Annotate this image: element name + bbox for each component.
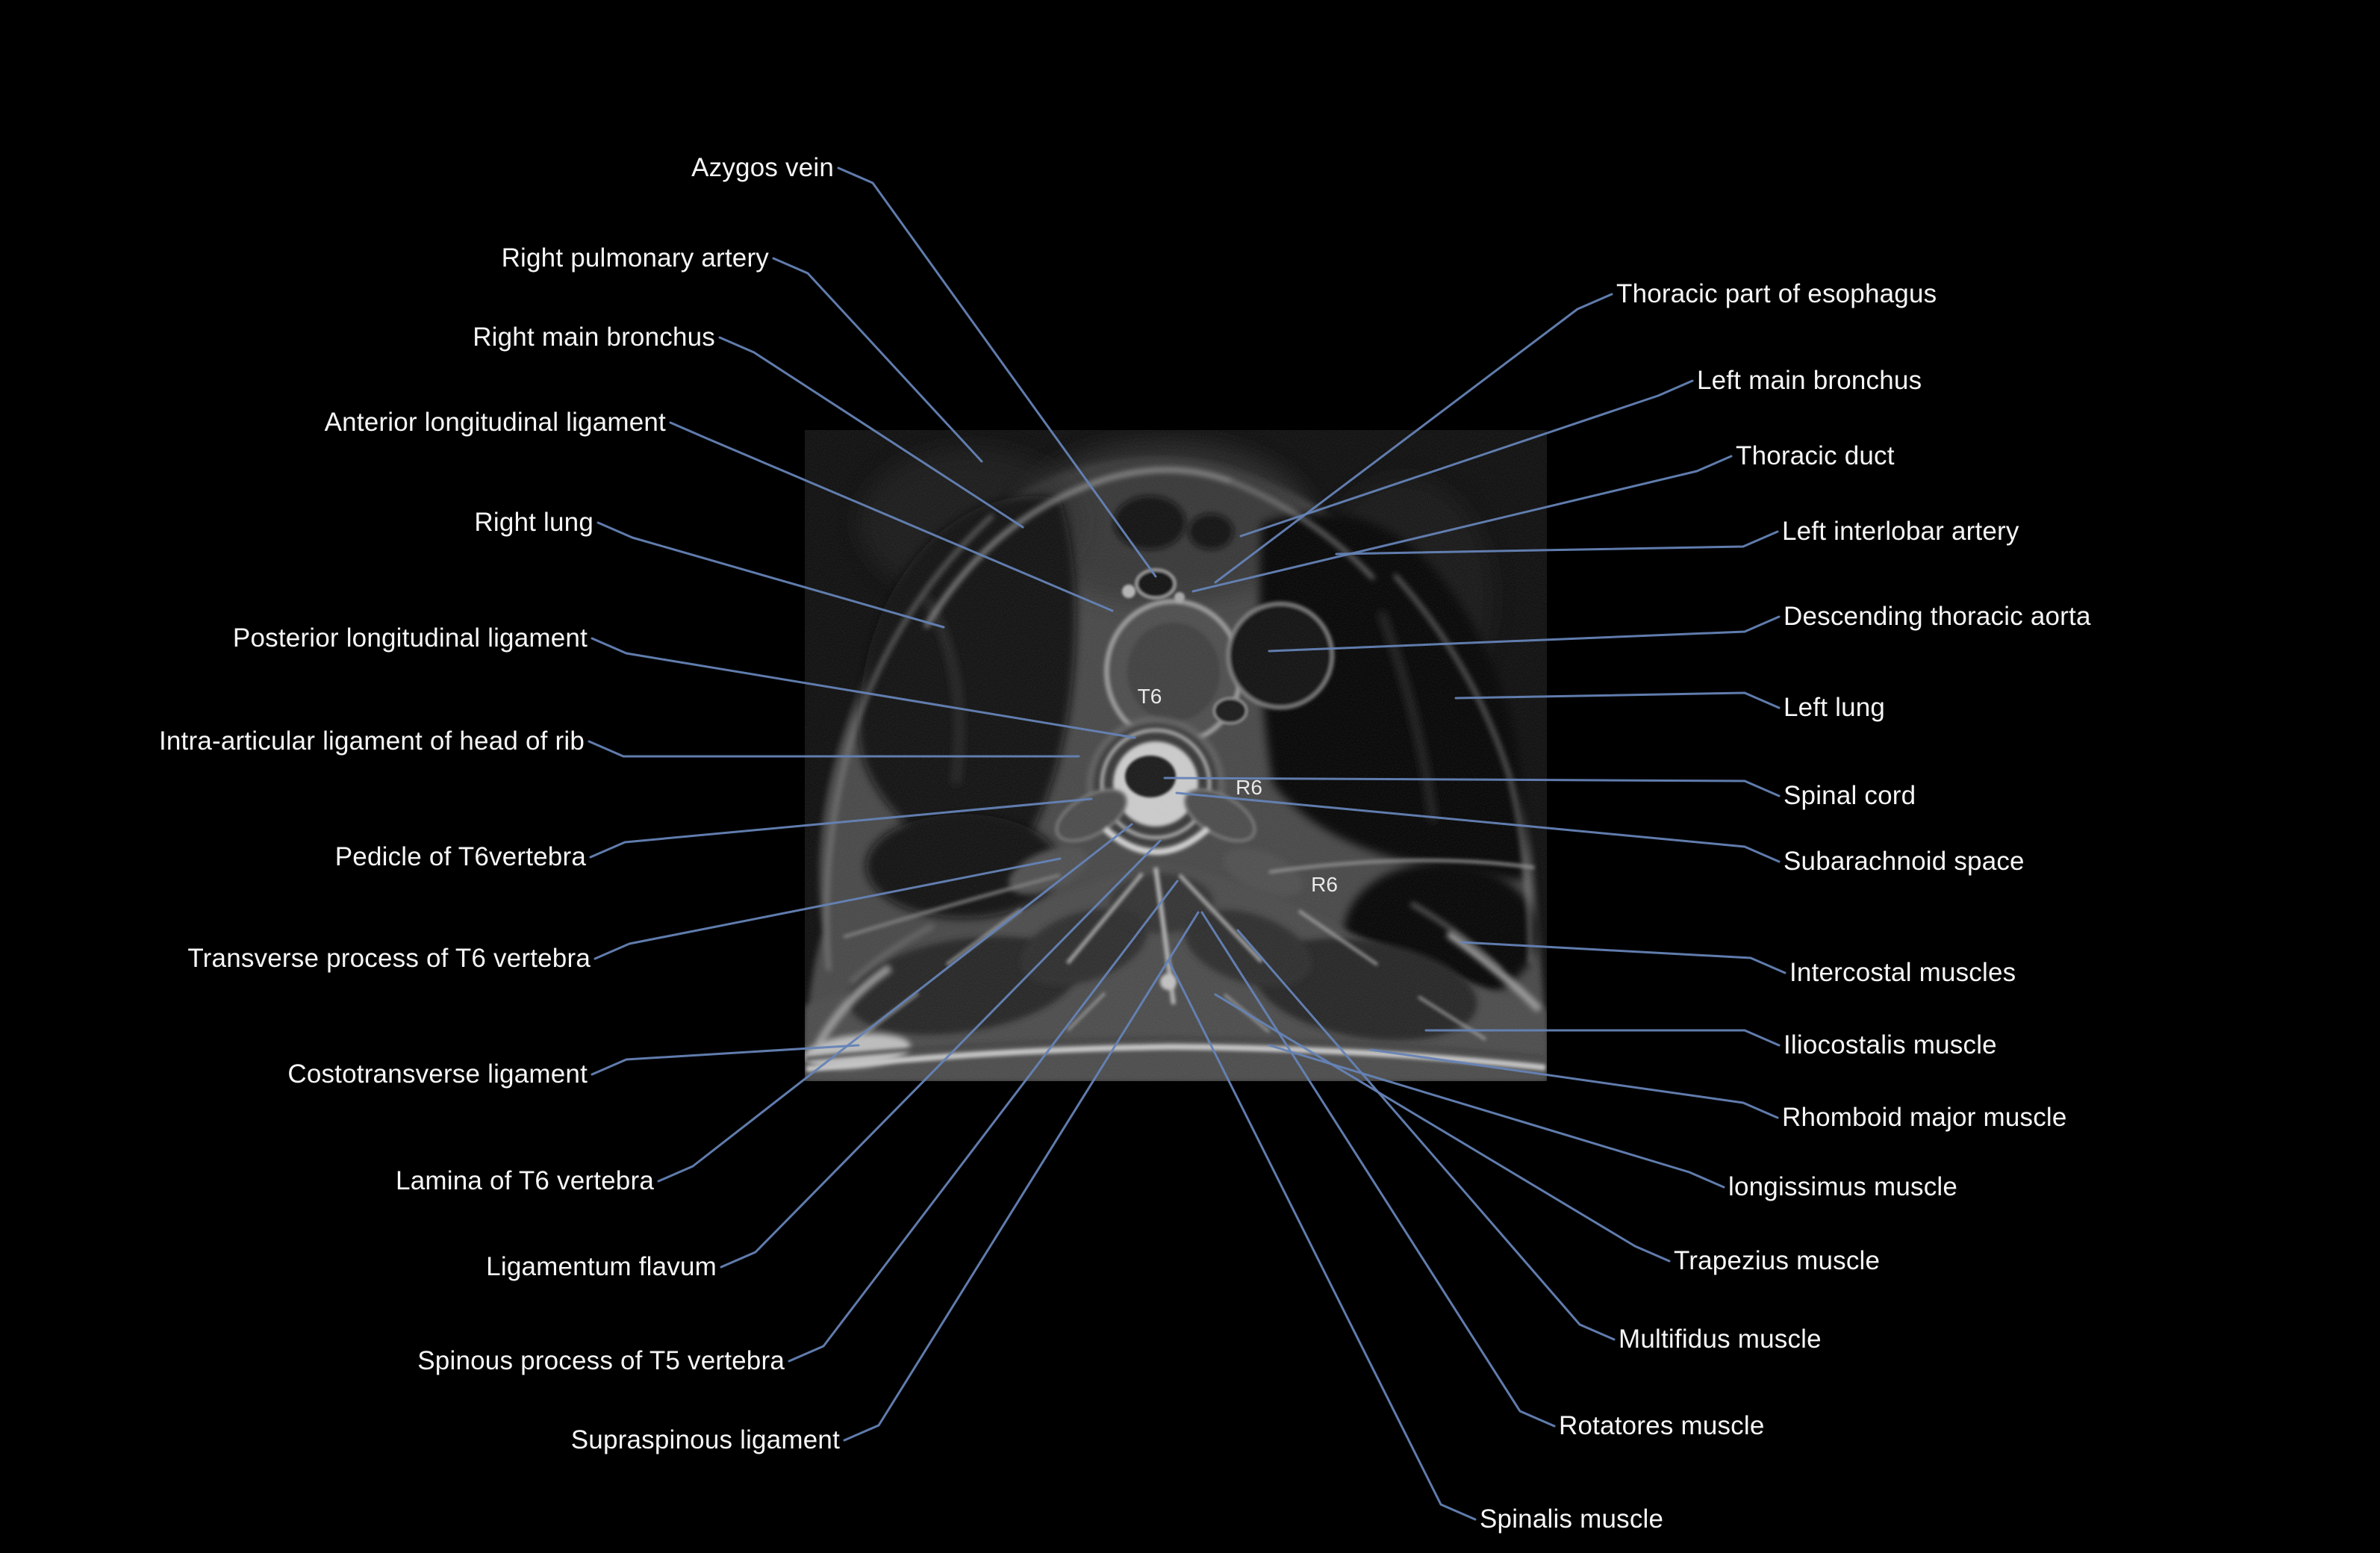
leader-line-multifidus-muscle (1236, 929, 1616, 1341)
leader-line-iliocostalis-muscle (1424, 1029, 1781, 1047)
leader-line-thoracic-duct (1191, 455, 1733, 593)
leader-line-intra-articular-ligament-of-head-of-rib (588, 740, 1080, 758)
leader-line-longissimus-muscle (1268, 1044, 1725, 1189)
leader-line-pedicle-of-t6vertebra (589, 797, 1093, 859)
leader-line-spinous-process-of-t5-vertebra (788, 880, 1179, 1363)
leader-line-anterior-longitudinal-ligament (669, 421, 1114, 612)
leader-line-intercostal-muscles (1460, 941, 1786, 974)
leader-line-posterior-longitudinal-ligament (591, 637, 1136, 739)
leader-line-trapezius-muscle (1214, 993, 1671, 1263)
leader-line-right-lung (596, 521, 945, 629)
mri-scan-image (805, 430, 1547, 1081)
leader-line-azygos-vein (837, 166, 1157, 578)
leader-line-supraspinous-ligament (843, 911, 1200, 1442)
leader-line-left-lung (1454, 691, 1781, 709)
scan-label-r6-2: R6 (1311, 873, 1338, 896)
leader-line-lamina-of-t6-vertebra (657, 823, 1133, 1183)
scan-label-t6-0: T6 (1138, 685, 1162, 708)
leader-line-rotatores-muscle (1200, 911, 1556, 1428)
leader-line-left-main-bronchus (1239, 379, 1694, 538)
leader-line-thoracic-part-of-esophagus (1214, 293, 1613, 584)
leader-line-spinalis-muscle (1168, 960, 1477, 1521)
leader-line-descending-thoracic-aorta (1268, 615, 1781, 653)
leader-line-right-pulmonary-artery (772, 257, 983, 463)
leader-line-rhomboid-major-muscle (1369, 1048, 1779, 1119)
leader-line-spinal-cord (1163, 776, 1781, 797)
leader-lines (588, 166, 1786, 1521)
leader-line-subarachnoid-space (1175, 791, 1781, 863)
leader-line-left-interlobar-artery (1335, 530, 1779, 555)
scan-label-r6-1: R6 (1236, 776, 1262, 799)
leader-line-right-main-bronchus (718, 336, 1024, 529)
leader-line-ligamentum-flavum (720, 839, 1162, 1269)
leader-line-transverse-process-of-t6-vertebra (594, 857, 1062, 960)
leader-line-costotransverse-ligament (591, 1044, 860, 1076)
